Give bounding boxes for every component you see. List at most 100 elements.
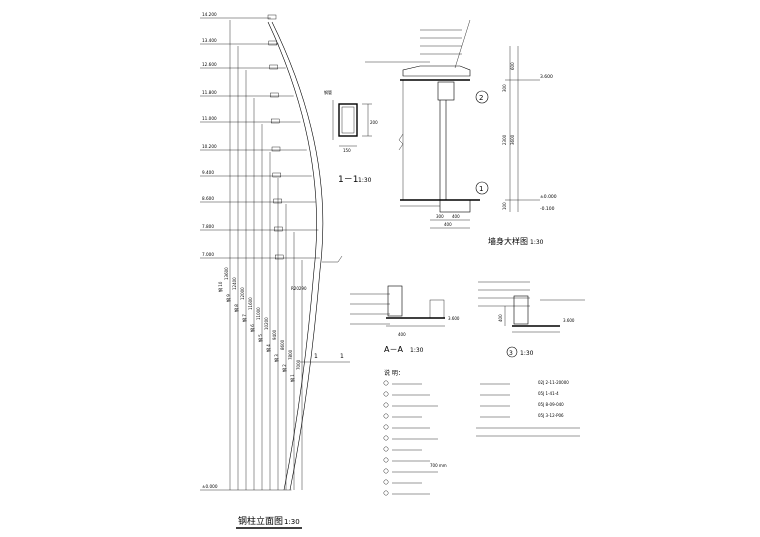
a-a-parapet	[387, 285, 403, 317]
column-height: 7000	[296, 359, 301, 370]
column-label: 钢 4	[265, 344, 271, 352]
notes-block: 说 明： 02J 2-11-20000 05J 1-41-4 05J 8-09-04…	[383, 369, 580, 496]
detail-3: 400 3.600 3 1:30	[478, 281, 585, 358]
spec-code: 05J 1-41-4	[538, 391, 559, 396]
wall-dim-bottom-1: 300	[436, 214, 444, 219]
spec-code: 02J 2-11-20000	[538, 380, 569, 385]
note-bullet	[383, 446, 389, 452]
beam-tag	[275, 254, 284, 260]
column-height: 13600	[224, 267, 229, 280]
level-label: 8.600	[202, 196, 214, 201]
curve-note: R20290	[291, 286, 307, 291]
section-1-material: 钢管	[324, 89, 332, 95]
section-mark-left: 1	[314, 353, 318, 360]
detail-marker-2	[475, 90, 489, 104]
a-a-dim: 400	[398, 332, 406, 337]
column-height: 12400	[232, 277, 237, 290]
detail-3-level: 3.600	[563, 318, 575, 323]
column-height: 9400	[272, 329, 277, 340]
section-mark-right: 1	[340, 353, 344, 360]
notes-title: 说 明：	[384, 369, 404, 377]
column-label: 钢 5	[257, 334, 263, 342]
detail-marker-1	[475, 181, 489, 195]
beam-tag	[274, 226, 283, 232]
level-label: 7.800	[202, 224, 214, 229]
elevation-levels: 14.200 13.400 12.600 11.800 11.000 10.200 9.40…	[200, 12, 320, 491]
wall-level-minus: -0.100	[540, 206, 555, 212]
column-height: 7800	[288, 349, 293, 360]
column-label: 钢 1	[289, 374, 295, 382]
notes-lines	[383, 380, 438, 496]
section-1-height: 200	[370, 120, 378, 125]
section-1-width: 150	[343, 148, 351, 153]
note-bullet	[383, 402, 389, 408]
level-label: 14.200	[202, 12, 217, 17]
detail-3-scale: 1:30	[520, 350, 534, 357]
column-label: 钢 3	[273, 354, 279, 362]
beam-tag	[268, 40, 277, 46]
note-bullet	[383, 424, 389, 430]
section-a-title: A－A	[384, 345, 403, 354]
wall-dim-100: 100	[502, 202, 507, 210]
beam-tag	[269, 64, 278, 70]
wall-detail-scale: 1:30	[530, 239, 544, 246]
level-label: 9.400	[202, 170, 214, 175]
note-bullet	[383, 479, 389, 485]
spec-code: 05J 3-12-P06	[538, 413, 564, 418]
column-height: 10200	[264, 317, 269, 330]
curved-column-outer	[271, 21, 324, 491]
note-bullet	[383, 413, 389, 419]
level-label: 13.400	[202, 38, 217, 43]
ring-beam	[437, 81, 455, 101]
beam-tag	[271, 146, 281, 152]
note-bullet	[383, 391, 389, 397]
note-bullet	[383, 380, 389, 386]
section-1-1: 200 150 钢管 1－1 1:30	[324, 89, 378, 185]
svg-text:1: 1	[479, 185, 483, 193]
detail-3-marker	[506, 346, 518, 358]
detail-3-dim: 400	[498, 314, 503, 322]
wall-dim-bottom-3: 400	[444, 222, 452, 227]
column-height: 12000	[240, 287, 245, 300]
column-height: 8600	[280, 339, 285, 350]
column-height: 11600	[248, 297, 253, 310]
spec-code: 05J 8-09-040	[538, 402, 564, 407]
note-bullet	[383, 490, 389, 496]
note-bullet	[383, 435, 389, 441]
wall-dim-300: 300	[502, 84, 507, 92]
column-label: 钢 6	[249, 324, 255, 332]
level-label: 7.000	[202, 252, 214, 257]
beam-tag	[272, 172, 281, 178]
notes-specs: 02J 2-11-20000 05J 1-41-4 05J 8-09-040 05J …	[476, 380, 580, 437]
wall-level-3600: 3.600	[540, 74, 553, 80]
wall-dim-bottom-2: 400	[452, 214, 460, 219]
notes-inline-value: 700 mm	[430, 463, 447, 468]
section-1-title: 1－1	[338, 175, 358, 185]
elevation-scale: 1:30	[284, 518, 300, 526]
beam-tag	[273, 198, 282, 204]
curved-column-inner	[267, 21, 317, 491]
beam-tag	[271, 118, 280, 124]
column-height: 11000	[256, 307, 261, 320]
wall-detail: 2 1 2300 3600 300 600 100 3.600 ±0.000 -…	[365, 19, 557, 246]
wall-detail-title: 墙身大样图	[488, 236, 528, 246]
detail-3-curb	[513, 295, 529, 325]
wall-dim-3600: 3600	[510, 134, 515, 145]
section-1-scale: 1:30	[358, 177, 372, 184]
level-label: 10.200	[202, 144, 217, 149]
level-label: 11.000	[202, 116, 217, 121]
section-a-a: 3.600 400 A－A 1:30	[350, 285, 460, 354]
level-label: 11.800	[202, 90, 217, 95]
wall-level-0: ±0.000	[540, 194, 557, 200]
a-a-level: 3.600	[448, 316, 460, 321]
column-label: 钢 8	[233, 304, 239, 312]
svg-text:3: 3	[509, 350, 513, 357]
column-elevation: 14.200 13.400 12.600 11.800 11.000 10.200 9.40…	[200, 12, 350, 529]
level-label: 12.600	[202, 62, 217, 67]
wall-dim-600: 600	[510, 62, 515, 70]
wall-dim-2300: 2300	[502, 134, 507, 145]
section-a-scale: 1:30	[410, 347, 424, 354]
column-label: 钢 7	[241, 314, 247, 322]
